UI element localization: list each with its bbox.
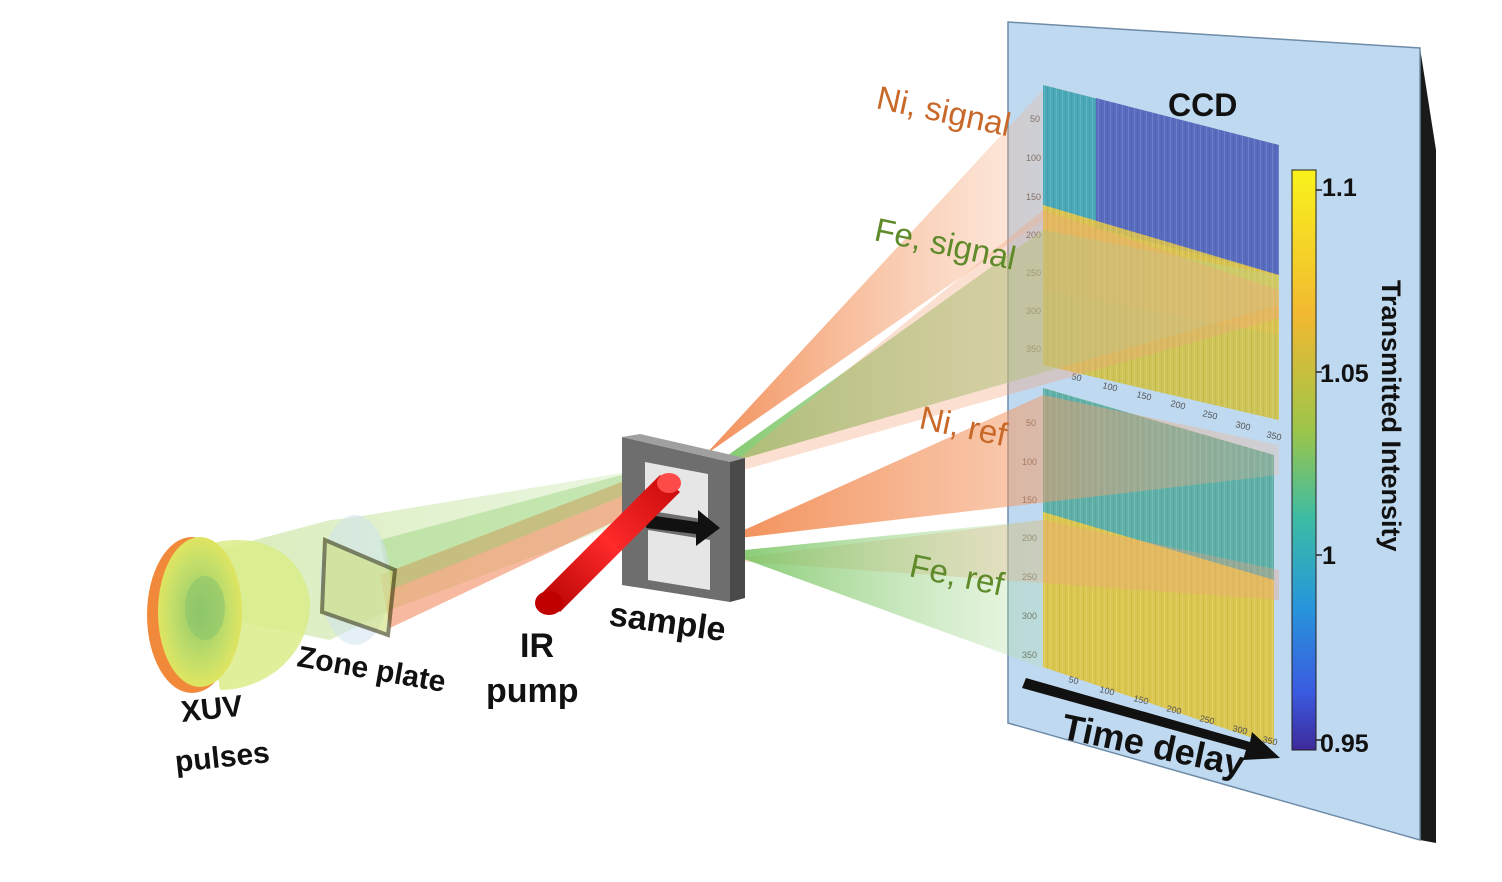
colorbar-tick-label: 1 <box>1322 542 1336 570</box>
tick-label: 150 <box>1136 389 1153 402</box>
tick-label: 50 <box>1068 674 1080 686</box>
ccd-lower-x-ticks: 50 100 150 200 250 300 350 <box>1068 674 1279 747</box>
tick-label: 300 <box>1235 419 1252 432</box>
tick-label: 250 <box>1199 713 1216 726</box>
tick-label: 100 <box>1102 380 1119 393</box>
tick-label: 100 <box>1099 684 1116 697</box>
xuv-label: XUV <box>179 690 244 729</box>
pulses-label: pulses <box>173 736 271 779</box>
colorbar-tick-label: 1.1 <box>1322 174 1357 202</box>
tick-label: 50 <box>1071 371 1083 383</box>
tick-label: 200 <box>1026 230 1041 240</box>
tick-label: 350 <box>1266 429 1283 442</box>
pump-label: pump <box>486 672 579 710</box>
tick-label: 200 <box>1170 398 1187 411</box>
colorbar-title: Transmitted Intensity <box>1376 280 1406 552</box>
ni-signal-label: Ni, signal <box>874 79 1014 143</box>
sample-label: sample <box>607 595 728 649</box>
tick-label: 200 <box>1166 703 1183 716</box>
tick-label: 350 <box>1262 734 1279 747</box>
zone-plate-label: Zone plate <box>295 640 448 699</box>
time-delay-arrow <box>1022 678 1280 760</box>
colorbar: 1.1 1.05 1 0.95 Transmitted Intensity <box>1291 169 1406 758</box>
ir-label: IR <box>520 627 554 665</box>
colorbar-tick-label: 1.05 <box>1320 360 1369 388</box>
tick-label: 300 <box>1232 723 1249 736</box>
ccd-upper-x-ticks: 50 100 150 200 250 300 350 <box>1071 371 1283 442</box>
sample-translation-arrow <box>646 510 720 546</box>
zone-plate <box>319 515 398 645</box>
tick-label: 150 <box>1133 693 1150 706</box>
ccd-label: CCD <box>1168 87 1237 123</box>
xuv-source-lens <box>147 537 311 693</box>
diffracted-beams <box>705 90 1279 668</box>
colorbar-tick-label: 0.95 <box>1320 730 1369 758</box>
tick-label: 250 <box>1202 408 1219 421</box>
ir-pump-beam <box>535 473 681 615</box>
